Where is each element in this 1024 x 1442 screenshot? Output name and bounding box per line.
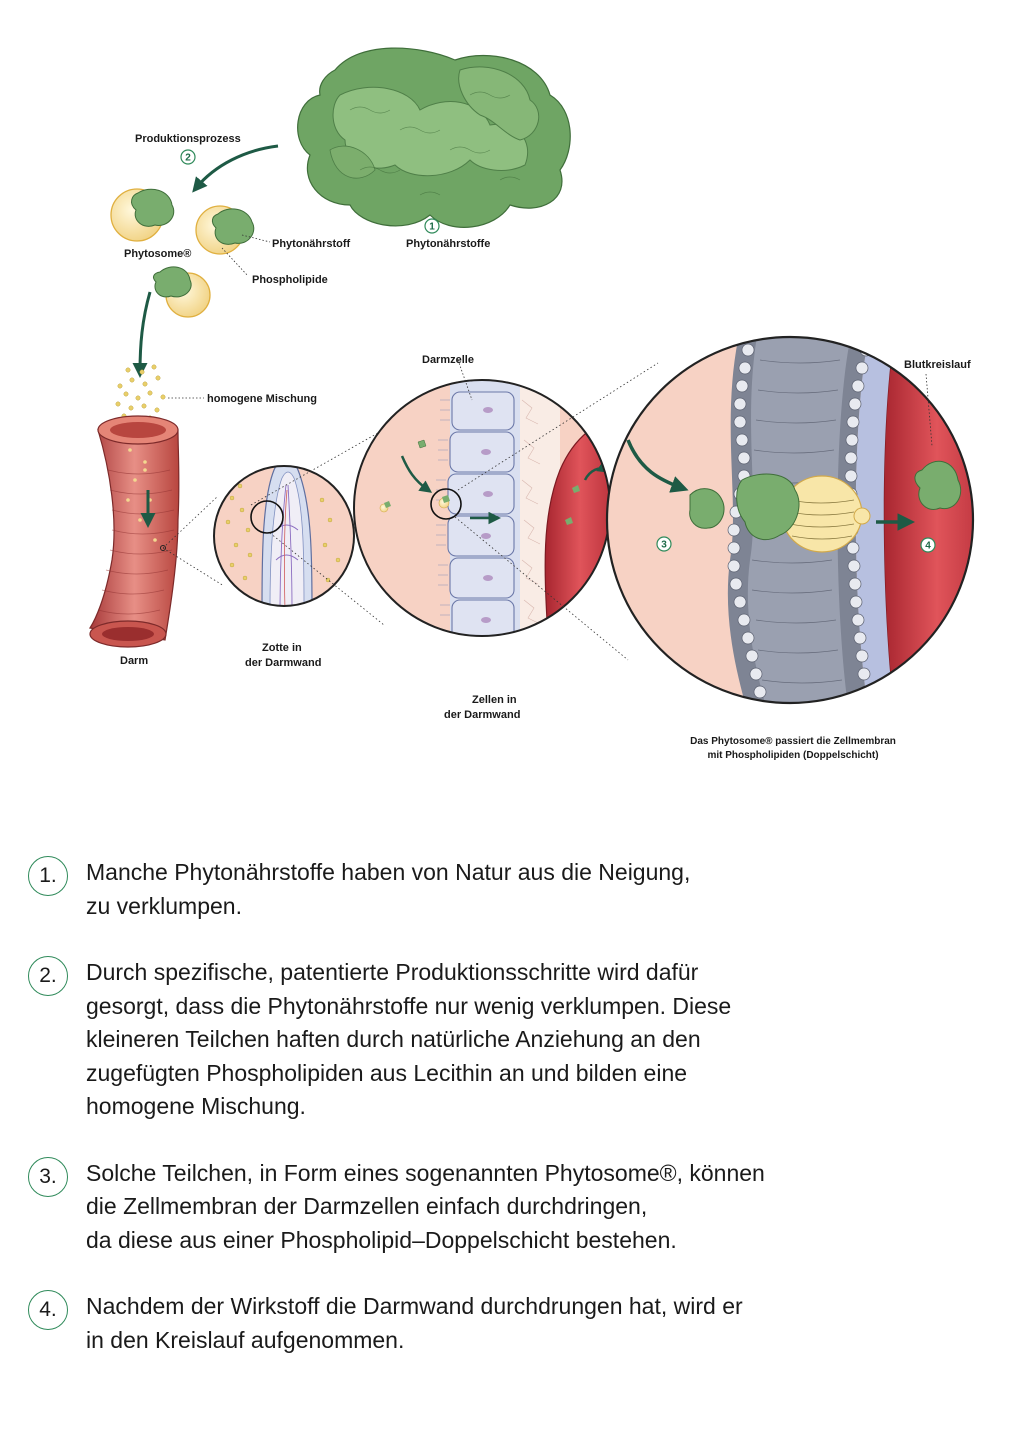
label-produktionsprozess: Produktionsprozess: [135, 133, 241, 145]
label-darm: Darm: [120, 655, 148, 667]
homogeneous-mixture: [115, 364, 166, 424]
label-zotte-1: Zotte in: [262, 642, 302, 654]
label-homogene-mischung: homogene Mischung: [207, 393, 317, 405]
step-line: die Zellmembran der Darmzellen einfach d…: [86, 1193, 648, 1219]
step-line: zu verklumpen.: [86, 892, 242, 919]
step-line: gesorgt, dass die Phytonährstoffe nur we…: [86, 992, 732, 1019]
label-blutkreislauf: Blutkreislauf: [904, 359, 971, 371]
phytonutrient-clump: [297, 47, 571, 228]
step-number-badge: 3.: [28, 1156, 68, 1197]
step-number-badge: 1.: [28, 856, 68, 896]
step-3: 3. Solche Teilchen, in Form eines sogena…: [28, 1156, 988, 1258]
phytosome-diagram: 1 Phytonährstoffe Produktionsprozess 2 P…: [89, 47, 975, 761]
step-line: in den Kreislauf aufgenommen.: [86, 1326, 405, 1353]
phytosome-lower: [152, 266, 211, 318]
step-1: 1. Manche Phytonährstoffe haben von Natu…: [28, 856, 988, 923]
marker-4: 4: [925, 541, 931, 552]
production-arrow: [192, 144, 279, 193]
phytosome-left: [110, 188, 175, 242]
label-phospholipide: Phospholipide: [252, 274, 328, 286]
step-number-badge: 2.: [28, 956, 68, 996]
step-text: Manche Phytonährstoffe haben von Natur a…: [86, 856, 876, 923]
label-phytosome: Phytosome®: [124, 248, 191, 260]
membrane-circle: [605, 335, 975, 705]
gut: [89, 415, 180, 648]
step-line: Nachdem der Wirkstoff die Darmwand durch…: [86, 1293, 743, 1319]
step-line: Durch spezifische, patentierte Produktio…: [86, 959, 699, 985]
step-4: 4. Nachdem der Wirkstoff die Darmwand du…: [28, 1290, 988, 1357]
label-phytonaehrstoffe: Phytonährstoffe: [406, 238, 490, 250]
marker-2: 2: [185, 153, 191, 164]
step-line: da diese aus einer Phospholipid–Doppelsc…: [86, 1226, 677, 1253]
steps-list: 1. Manche Phytonährstoffe haben von Natu…: [28, 856, 988, 1390]
label-darmzelle: Darmzelle: [422, 354, 474, 366]
label-membran-2: mit Phospholipiden (Doppelschicht): [707, 750, 878, 761]
villus-circle: [213, 465, 355, 607]
label-zotte-2: der Darmwand: [245, 657, 321, 669]
label-membran-1: Das Phytosome® passiert die Zellmembran: [690, 736, 896, 747]
step-line: Manche Phytonährstoffe haben von Natur a…: [86, 859, 691, 885]
label-zellen-1: Zellen in: [472, 694, 517, 706]
marker-1: 1: [429, 222, 435, 233]
step-2: 2. Durch spezifische, patentierte Produk…: [28, 956, 988, 1124]
phytosome-right: [195, 205, 255, 255]
step-line: zugefügten Phospholipiden aus Lecithin a…: [86, 1059, 688, 1086]
step-line: homogene Mischung.: [86, 1093, 306, 1119]
label-phytonaehrstoff: Phytonährstoff: [272, 238, 351, 250]
arrow-to-gut: [132, 291, 152, 378]
step-text: Solche Teilchen, in Form eines sogenannt…: [86, 1157, 876, 1258]
step-text: Durch spezifische, patentierte Produktio…: [86, 956, 876, 1124]
step-text: Nachdem der Wirkstoff die Darmwand durch…: [86, 1290, 876, 1357]
step-line: kleineren Teilchen haften durch natürlic…: [86, 1026, 701, 1052]
step-line: Solche Teilchen, in Form eines sogenannt…: [86, 1159, 765, 1186]
cells-circle: [353, 379, 611, 637]
label-zellen-2: der Darmwand: [444, 709, 520, 721]
marker-3: 3: [661, 540, 667, 551]
step-number-badge: 4.: [28, 1290, 68, 1330]
